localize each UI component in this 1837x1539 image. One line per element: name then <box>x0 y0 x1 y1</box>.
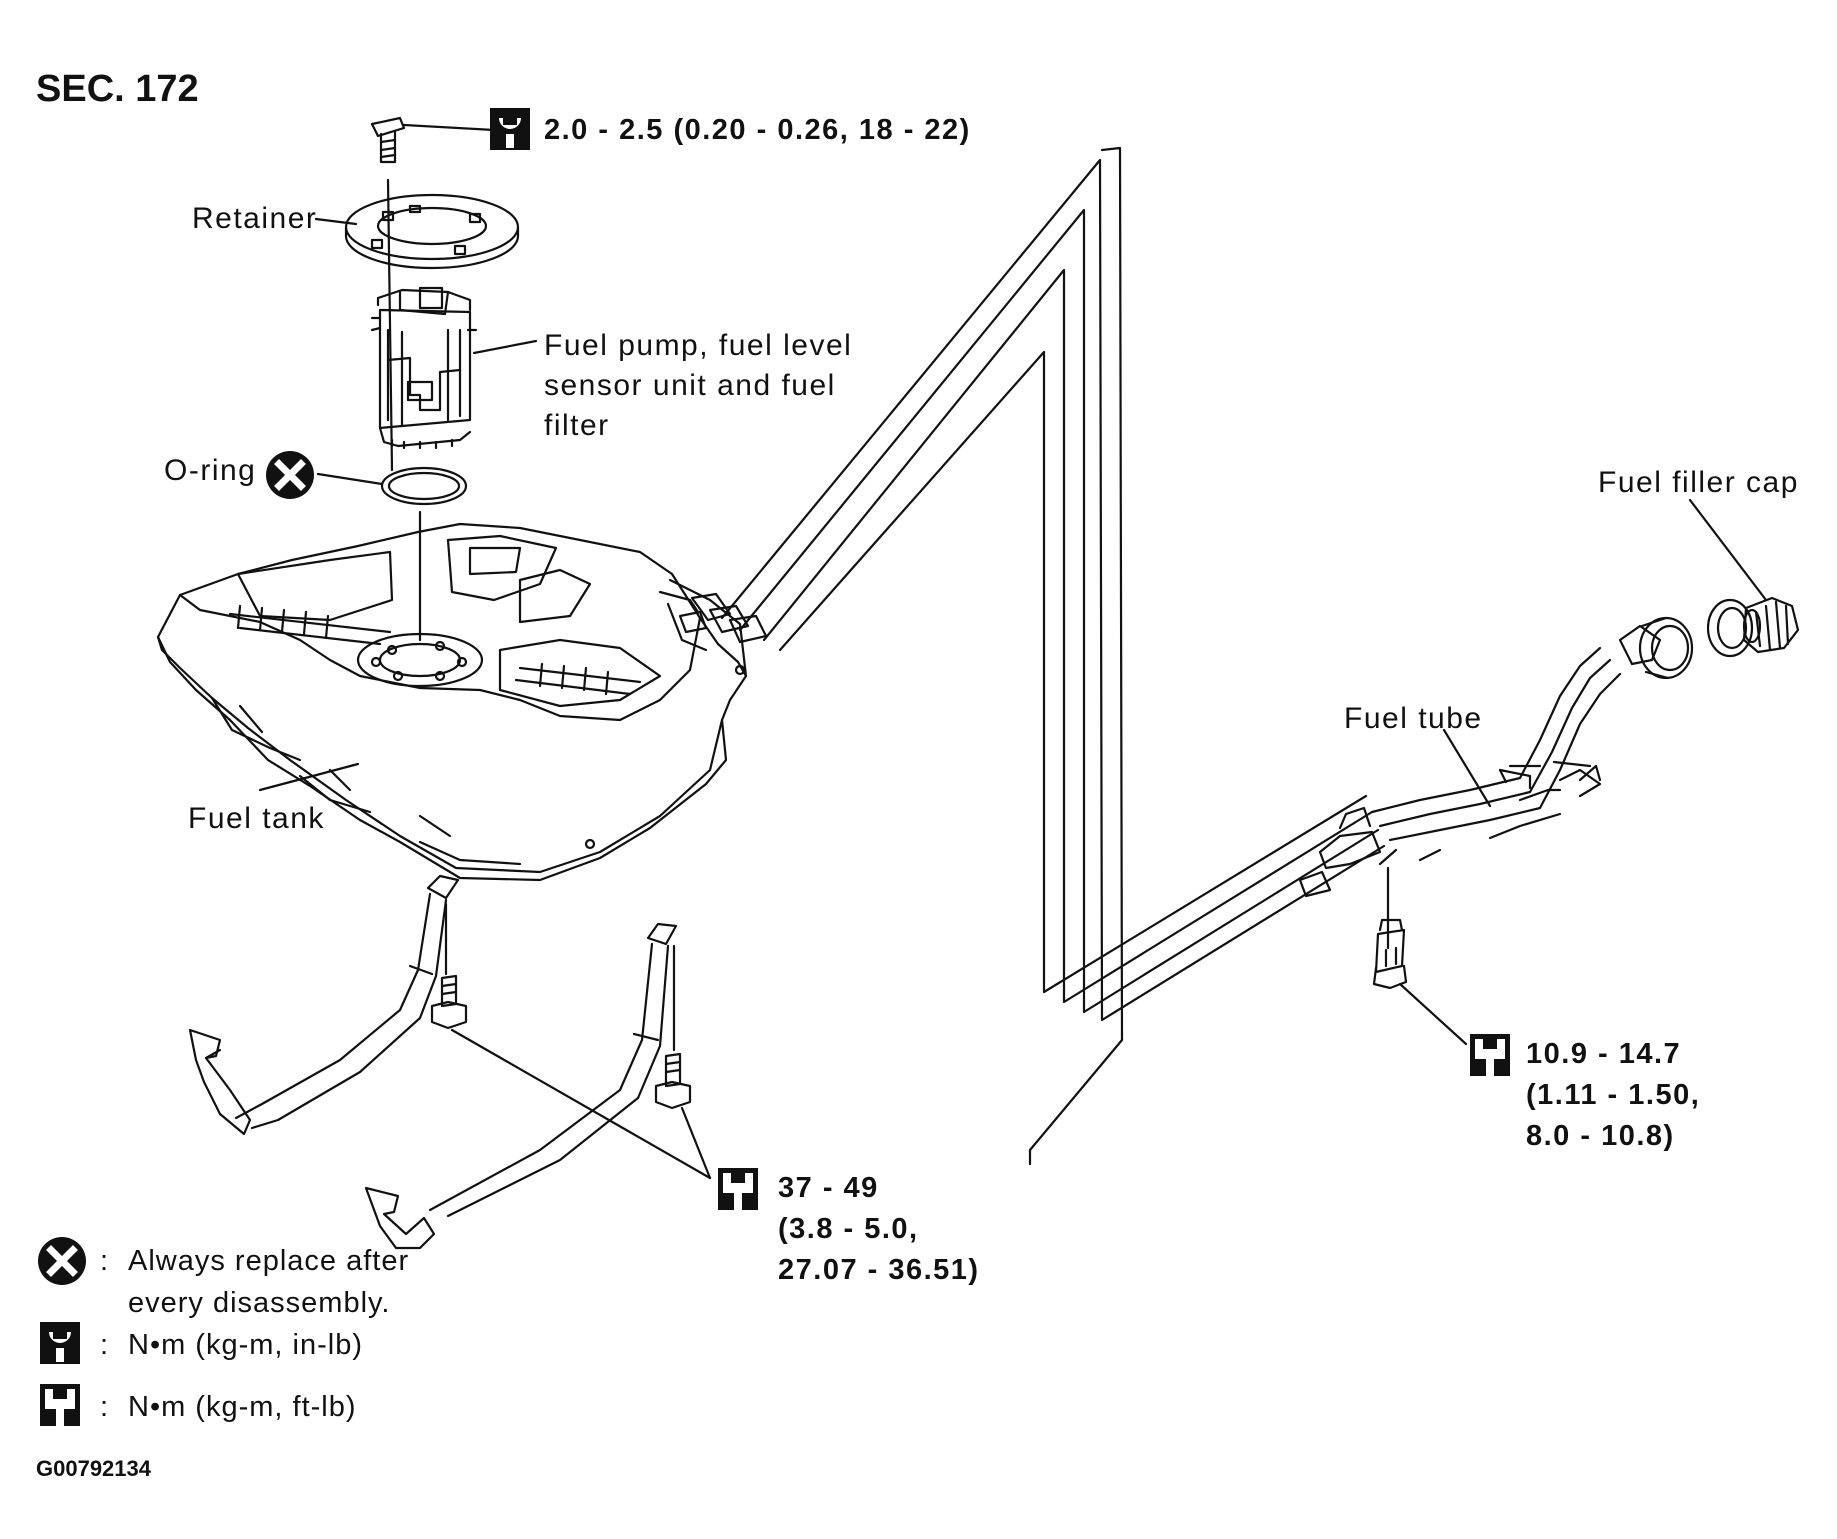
o-ring-label: O-ring <box>164 454 257 487</box>
filler-gasket <box>1706 598 1754 658</box>
retainer-ring <box>344 193 520 270</box>
legend-line: Always replace after <box>128 1245 410 1277</box>
legend-replace-sep: : <box>100 1245 110 1277</box>
torque-wrench-ft-lb-icon <box>40 1384 80 1426</box>
retainer-label: Retainer <box>192 202 318 235</box>
torque-line: 27.07 - 36.51) <box>778 1254 980 1286</box>
fuel-filler-cap <box>1742 596 1800 654</box>
torque-wrench-in-lb-icon <box>490 108 530 150</box>
fuel-filler-cap-label: Fuel filler cap <box>1598 466 1799 499</box>
fuel-pump-label-line: filter <box>544 409 610 442</box>
o-ring <box>380 466 468 506</box>
retainer-bolt <box>370 116 406 164</box>
legend-line: every disassembly. <box>128 1287 391 1319</box>
retainer-bolt-torque: 2.0 - 2.5 (0.20 - 0.26, 18 - 22) <box>544 114 971 146</box>
tank-strap-left <box>188 874 460 1136</box>
legend-ft-lb-sep: : <box>100 1391 110 1423</box>
replace-x-icon <box>266 451 314 499</box>
legend-in-lb-text: N•m (kg-m, in-lb) <box>128 1329 363 1361</box>
fuel-pump-label-line: Fuel pump, fuel level <box>544 329 853 362</box>
tube-bracket-bolt <box>1372 918 1408 990</box>
fuel-lines <box>678 146 1386 1166</box>
legend-replace-text: Always replace after every disassembly. <box>128 1240 409 1324</box>
torque-line: 10.9 - 14.7 <box>1526 1038 1682 1070</box>
fuel-tube <box>1298 646 1622 950</box>
fuel-tank <box>156 522 748 882</box>
torque-wrench-ft-lb-icon <box>718 1168 758 1210</box>
fuel-pump-label: Fuel pump, fuel level sensor unit and fu… <box>544 326 852 446</box>
legend-in-lb-sep: : <box>100 1329 110 1361</box>
figure-code: G00792134 <box>36 1456 151 1481</box>
section-title: SEC. 172 <box>36 68 199 110</box>
legend-ft-lb-text: N•m (kg-m, ft-lb) <box>128 1391 357 1423</box>
fuel-pump-unit <box>370 286 478 450</box>
fuel-tank-label: Fuel tank <box>188 802 325 835</box>
torque-line: 8.0 - 10.8) <box>1526 1120 1675 1152</box>
torque-line: (3.8 - 5.0, <box>778 1213 919 1245</box>
torque-line: 37 - 49 <box>778 1172 879 1204</box>
torque-line: (1.11 - 1.50, <box>1526 1079 1701 1111</box>
torque-wrench-ft-lb-icon <box>1470 1034 1510 1076</box>
fuel-pump-label-line: sensor unit and fuel <box>544 369 836 402</box>
strap-bolt-left <box>430 974 468 1030</box>
replace-x-icon <box>38 1237 86 1285</box>
filler-neck <box>1618 616 1694 680</box>
fuel-tube-label: Fuel tube <box>1344 702 1483 735</box>
strap-bolt-right <box>654 1052 692 1110</box>
strap-bolt-torque: 37 - 49 (3.8 - 5.0, 27.07 - 36.51) <box>778 1168 980 1291</box>
tube-bracket-bolt-torque: 10.9 - 14.7 (1.11 - 1.50, 8.0 - 10.8) <box>1526 1034 1700 1157</box>
torque-wrench-in-lb-icon <box>40 1322 80 1364</box>
tank-strap-right <box>364 922 678 1250</box>
